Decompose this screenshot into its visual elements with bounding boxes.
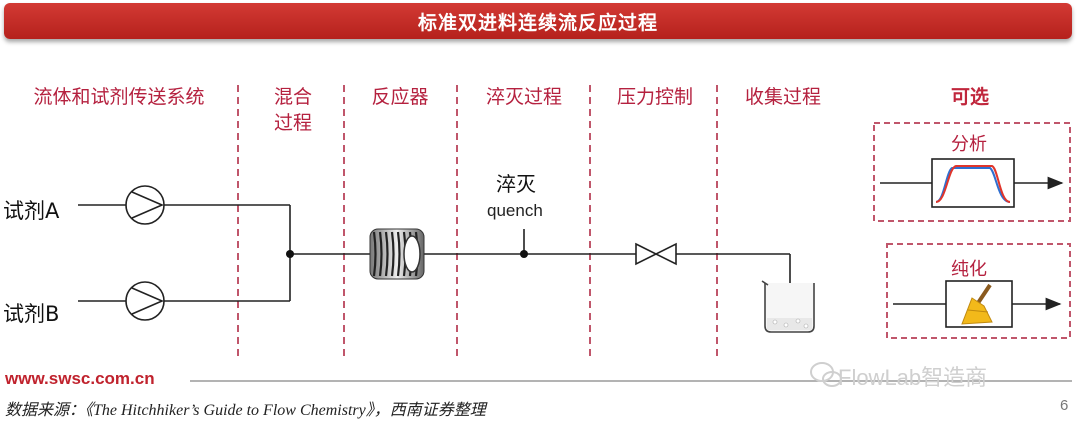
purification-label: 纯化 xyxy=(951,259,987,280)
wechat-icon xyxy=(810,362,842,387)
quench-junction xyxy=(520,250,528,258)
valve-icon xyxy=(635,242,677,266)
mixing-junction xyxy=(286,250,294,258)
page-number: 6 xyxy=(1060,397,1069,414)
title-banner: 标准双进料连续流反应过程 xyxy=(4,3,1072,39)
pump-icon xyxy=(125,281,165,321)
stage-pressure-control: 压力控制 xyxy=(616,86,693,108)
analysis-label: 分析 xyxy=(951,134,987,155)
analysis-unit xyxy=(880,158,1064,208)
analysis-curve-red xyxy=(935,165,1011,203)
quench-label-cn: 淬灭 xyxy=(496,172,536,196)
stage-fluid-delivery: 流体和试剂传送系统 xyxy=(33,86,205,108)
pump-icon xyxy=(125,185,165,225)
piping xyxy=(78,204,791,302)
broom-icon xyxy=(961,283,993,325)
website-url[interactable]: www.swsc.com.cn xyxy=(5,369,155,388)
stage-optional: 可选 xyxy=(950,86,989,108)
quench-label-en: quench xyxy=(487,201,543,220)
page-title: 标准双进料连续流反应过程 xyxy=(417,11,658,34)
data-source-note: 数据来源：《The Hitchhiker’s Guide to Flow Che… xyxy=(5,402,486,419)
stage-dividers xyxy=(237,85,718,358)
stage-quench: 淬灭过程 xyxy=(485,86,562,108)
coil-reactor-icon xyxy=(369,228,425,280)
reagent-a-label: 试剂A xyxy=(3,199,60,223)
purification-box-frame xyxy=(886,243,1071,339)
stage-reactor: 反应器 xyxy=(371,86,429,108)
stage-mixing: 混合 过程 xyxy=(273,86,312,134)
stage-collection: 收集过程 xyxy=(744,86,821,108)
reagent-b-label: 试剂B xyxy=(3,302,60,326)
beaker-icon xyxy=(761,280,815,333)
analysis-curve-blue xyxy=(935,167,1011,203)
analysis-box-frame xyxy=(873,122,1071,222)
watermark: FlowLab智造商 xyxy=(838,365,988,390)
